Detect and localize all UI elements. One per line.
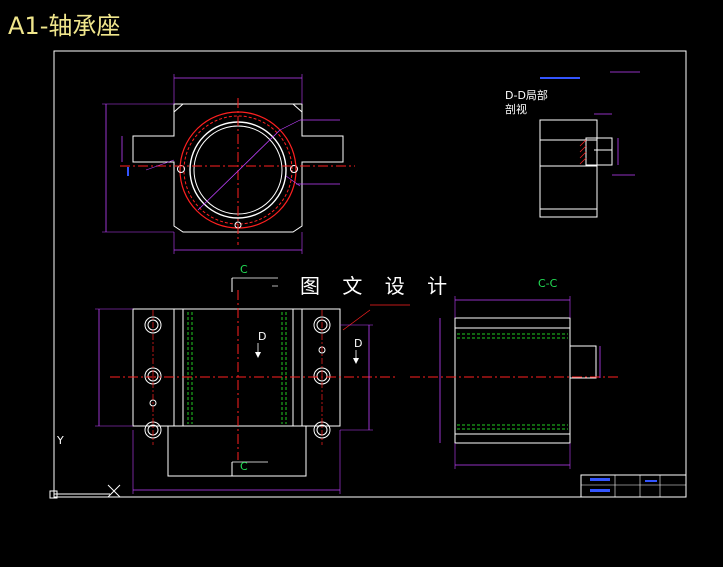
front-view: C C D D [95, 263, 410, 494]
top-view [102, 74, 355, 254]
section-marker-d-left: D [258, 330, 266, 343]
ucs-y-label: Y [56, 434, 64, 447]
side-view-cc: C-C [410, 277, 620, 469]
top-view-outline [132, 103, 344, 233]
ucs-axis-icon: Y [49, 434, 121, 499]
drawing-title: A1-轴承座 [8, 12, 120, 40]
section-marker-d-right: D [354, 337, 362, 350]
detail-dd-outline [539, 119, 598, 218]
bolt-hole [177, 165, 185, 173]
bolt-hole [290, 165, 298, 173]
title-block [580, 474, 687, 498]
section-marker-c-top: C [240, 263, 248, 276]
section-cc-title: C-C [538, 277, 558, 290]
detail-dd-title: D-D局部 [505, 88, 548, 102]
detail-dd-subtitle: 剖视 [505, 102, 527, 116]
drawing-frame [53, 50, 687, 498]
side-view-outline [454, 317, 571, 444]
section-marker-c-bottom: C [240, 460, 248, 473]
detail-view-dd: D-D局部 剖视 [505, 71, 640, 218]
watermark-text: 图 文 设 计 [300, 274, 455, 298]
front-view-outline [132, 308, 341, 427]
